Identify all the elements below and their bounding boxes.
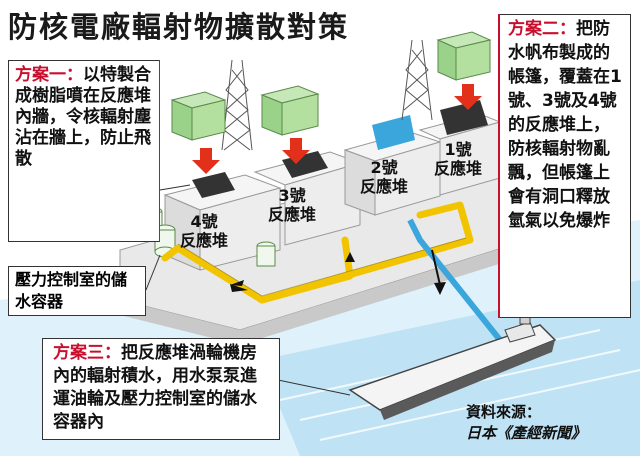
reactor-4-name: 反應堆 (180, 231, 229, 250)
plan1-text: 以特製合成樹脂噴在反應堆內牆，令核輻射塵沾在牆上，防止飛散 (15, 65, 151, 169)
cover-arrows (192, 84, 482, 174)
plan3-text: 把反應堆渦輪機房內的輻射積水，用水泵泵進運油輪及壓力控制室的儲水容器內 (53, 343, 257, 432)
blue-pipe (407, 218, 503, 342)
flow-arrow-down (431, 249, 441, 286)
reactor-1-label: 1號 反應堆 (434, 140, 482, 178)
source-credit: 資料來源： 日本《產經新聞》 (466, 402, 586, 444)
pressure-control-box: 壓力控制室的儲水容器 (8, 266, 146, 316)
reactor-1-num: 1號 (444, 140, 472, 159)
tent-cover-4 (170, 91, 227, 141)
reactor-4-label: 4號 反應堆 (180, 212, 228, 250)
source-label: 資料來源： (466, 403, 542, 421)
pipeline-outline (177, 237, 467, 297)
oil-tanker (348, 311, 557, 420)
reactor-3-num: 3號 (278, 186, 306, 205)
connector-plan1 (159, 184, 191, 191)
exhaust-tower-left (221, 59, 253, 151)
reactor-2-building (343, 115, 442, 216)
reactor-1-name: 反應堆 (434, 159, 483, 178)
reactor-1-building (418, 100, 502, 196)
reactor-2-name: 反應堆 (360, 177, 409, 196)
source-name: 日本《產經新聞》 (466, 424, 587, 442)
reactor-2-num: 2號 (370, 158, 398, 177)
exhaust-tower-right (401, 39, 433, 121)
reactor-4-num: 4號 (190, 212, 218, 231)
plan3-head: 方案三： (53, 343, 121, 363)
plan2-head: 方案二： (508, 19, 576, 39)
yellow-pipelines (161, 201, 474, 304)
connector-plan3 (277, 379, 351, 396)
page-title: 防核電廠輻射物擴散對策 (8, 10, 350, 44)
tent-cover-3 (260, 85, 320, 136)
plan1-head: 方案一： (15, 65, 83, 85)
flow-arrows (230, 252, 355, 292)
connector-pressure (145, 254, 161, 291)
plan1-box: 方案一：以特製合成樹脂噴在反應堆內牆，令核輻射塵沾在牆上，防止飛散 (8, 60, 159, 242)
plan2-accent-bar (498, 14, 501, 318)
reactor-3-label: 3號 反應堆 (268, 186, 316, 224)
reactor-3-name: 反應堆 (268, 205, 317, 224)
plan3-box: 方案三：把反應堆渦輪機房內的輻射積水，用水泵泵進運油輪及壓力控制室的儲水容器內 (42, 338, 280, 440)
tent-cover-1 (436, 31, 492, 81)
plan2-box: 方案二：把防水帆布製成的帳篷，覆蓋在1號、3號及4號的反應堆上，防核輻射物亂飄，… (500, 14, 631, 318)
reactor-2-label: 2號 反應堆 (360, 158, 408, 196)
plan2-text: 把防水帆布製成的帳篷，覆蓋在1號、3號及4號的反應堆上，防核輻射物亂飄，但帳篷上… (508, 19, 622, 231)
